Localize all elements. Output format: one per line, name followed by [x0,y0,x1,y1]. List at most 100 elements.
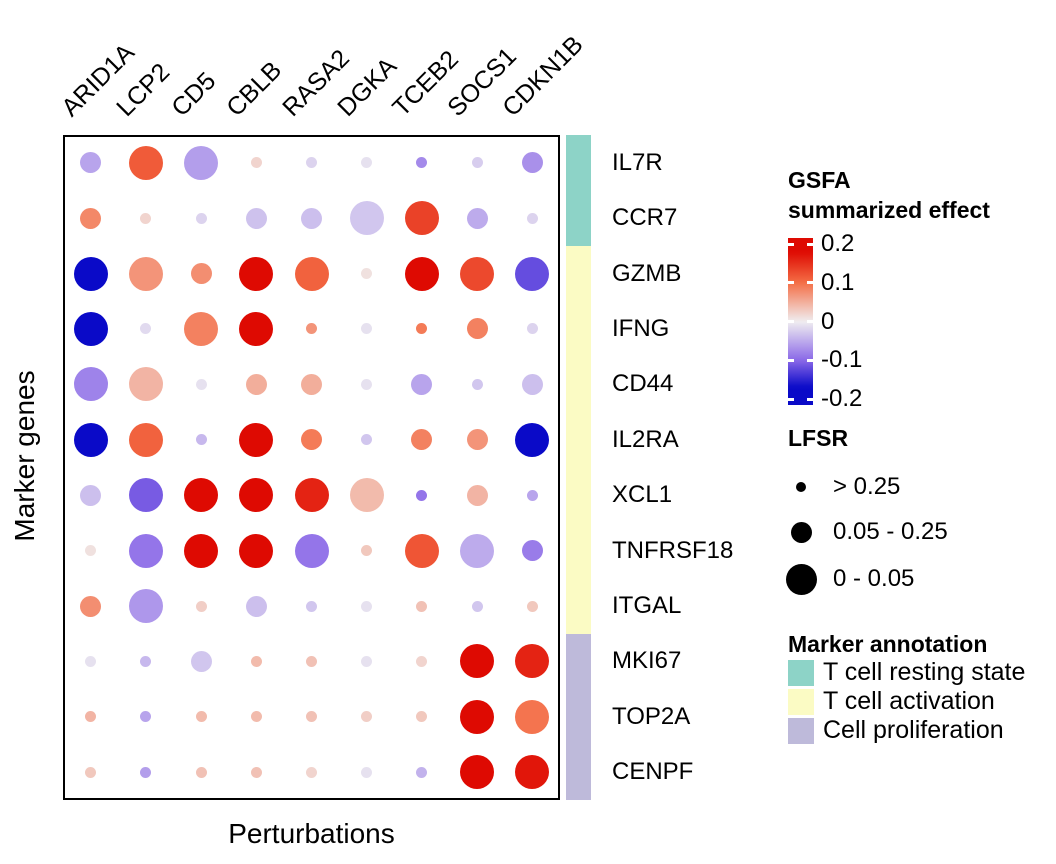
dot-TNFRSF18-LCP2 [128,533,163,568]
annotation-label: T cell resting state [823,658,1026,686]
annotation-label: T cell activation [823,687,995,715]
annotation-segment-cell-proliferation [566,633,591,800]
y-axis-title: Marker genes [9,370,40,542]
dot-CD44-DGKA [361,378,373,390]
dot-CCR7-CDKN1B [526,212,538,224]
dot-GZMB-CBLB [239,256,274,291]
dot-IL2RA-TCEB2 [411,429,433,451]
colorbar-tick-label--0.2: -0.2 [821,385,863,412]
dot-IL2RA-CD5 [195,434,207,446]
dot-CENPF-ARID1A [85,766,97,778]
dot-CD44-LCP2 [128,367,163,402]
colorbar-tick-label-0.2: 0.2 [821,230,855,257]
dotplot-panel [63,135,560,800]
annotation-segment-t-cell-resting-state [566,135,591,246]
dot-XCL1-ARID1A [80,484,102,506]
dot-IL7R-TCEB2 [416,157,428,169]
dot-TOP2A-ARID1A [85,711,97,723]
dot-GZMB-DGKA [361,268,373,280]
row-label-TOP2A: TOP2A [612,702,691,730]
colorbar-tick-label-0.1: 0.1 [821,268,855,296]
annotation-segment-t-cell-activation [566,245,591,634]
dot-XCL1-SOCS1 [466,484,488,506]
dot-TNFRSF18-ARID1A [85,545,97,557]
dot-ITGAL-DGKA [361,600,373,612]
dot-TOP2A-SOCS1 [460,699,495,734]
dot-CENPF-CBLB [250,766,262,778]
dot-XCL1-LCP2 [128,478,163,513]
dot-IFNG-CBLB [239,311,274,346]
dot-MKI67-RASA2 [306,655,317,667]
dot-MKI67-ARID1A [85,655,97,667]
dot-IFNG-CDKN1B [526,323,538,335]
lfsr-legend-dot-M [790,521,812,543]
lfsr-legend-label: 0 - 0.05 [833,565,915,592]
colorbar-tick-label--0.1: -0.1 [821,346,863,374]
row-label-CD44: CD44 [612,370,674,398]
dot-IFNG-LCP2 [140,323,152,335]
dot-IFNG-ARID1A [73,311,108,346]
dot-IL2RA-SOCS1 [466,429,488,451]
x-axis-title: Perturbations [228,818,395,849]
colorbar-tick [807,320,813,323]
column-label-CDKN1B: CDKN1B [497,30,590,122]
lfsr-legend-title: LFSR [788,425,849,451]
dot-CENPF-DGKA [361,766,373,778]
dot-CCR7-CD5 [195,212,207,224]
dot-GZMB-CDKN1B [515,256,550,291]
dot-IL7R-SOCS1 [471,157,483,169]
dot-MKI67-CBLB [250,655,262,667]
row-label-IFNG: IFNG [612,314,670,342]
dot-IL7R-CDKN1B [521,152,543,174]
dot-XCL1-CBLB [239,478,274,513]
colorbar-tick [788,320,794,323]
effect-legend-title-line1: GSFA [788,167,851,193]
dot-MKI67-TCEB2 [416,655,428,667]
dot-IFNG-TCEB2 [416,323,428,335]
annotation-legend-title: Marker annotation [788,631,988,657]
dot-CD44-CDKN1B [521,373,543,395]
annotation-label: Cell proliferation [823,716,1004,744]
dot-IFNG-CD5 [184,311,219,346]
row-label-GZMB: GZMB [612,259,682,287]
dot-TNFRSF18-CBLB [239,533,274,568]
dot-IL2RA-LCP2 [128,422,163,457]
dot-TOP2A-CD5 [195,711,207,723]
dot-ITGAL-TCEB2 [416,600,428,612]
dot-IL7R-LCP2 [128,145,163,180]
annotation-key-cell-proliferation [788,718,814,744]
dot-MKI67-SOCS1 [460,644,495,679]
dot-TNFRSF18-RASA2 [294,533,329,568]
dot-IL7R-ARID1A [80,152,102,174]
dot-IL7R-CD5 [184,145,219,180]
annotation-key-t-cell-resting-state [788,660,814,686]
effect-legend-title-line2: summarized effect [788,197,990,223]
dot-IFNG-DGKA [361,323,373,335]
dot-MKI67-CDKN1B [515,644,550,679]
dot-IL7R-RASA2 [306,157,317,169]
column-label-CBLB: CBLB [221,56,288,122]
dot-MKI67-CD5 [190,650,212,672]
dot-CCR7-ARID1A [80,207,102,229]
dot-IL2RA-CBLB [239,422,274,457]
dot-TOP2A-LCP2 [140,711,152,723]
dot-IL7R-CBLB [250,157,262,169]
colorbar-tick [788,242,794,246]
annotation-key-t-cell-activation [788,689,814,715]
dot-ITGAL-LCP2 [128,589,163,624]
dot-CENPF-CDKN1B [515,755,550,790]
dot-CENPF-SOCS1 [460,755,495,790]
lfsr-legend-dot-S [796,482,806,492]
row-label-CCR7: CCR7 [612,204,678,232]
dot-CCR7-CBLB [245,207,267,229]
lfsr-legend-dot-L [785,563,817,595]
lfsr-legend-label: > 0.25 [833,473,901,500]
dot-TOP2A-CDKN1B [515,699,550,734]
dot-CCR7-RASA2 [301,207,322,229]
dot-CENPF-LCP2 [140,766,152,778]
dot-CCR7-DGKA [349,201,384,236]
row-label-ITGAL: ITGAL [612,592,682,620]
dot-CD44-CBLB [245,373,267,395]
dot-GZMB-TCEB2 [404,256,439,291]
row-label-XCL1: XCL1 [612,481,673,509]
